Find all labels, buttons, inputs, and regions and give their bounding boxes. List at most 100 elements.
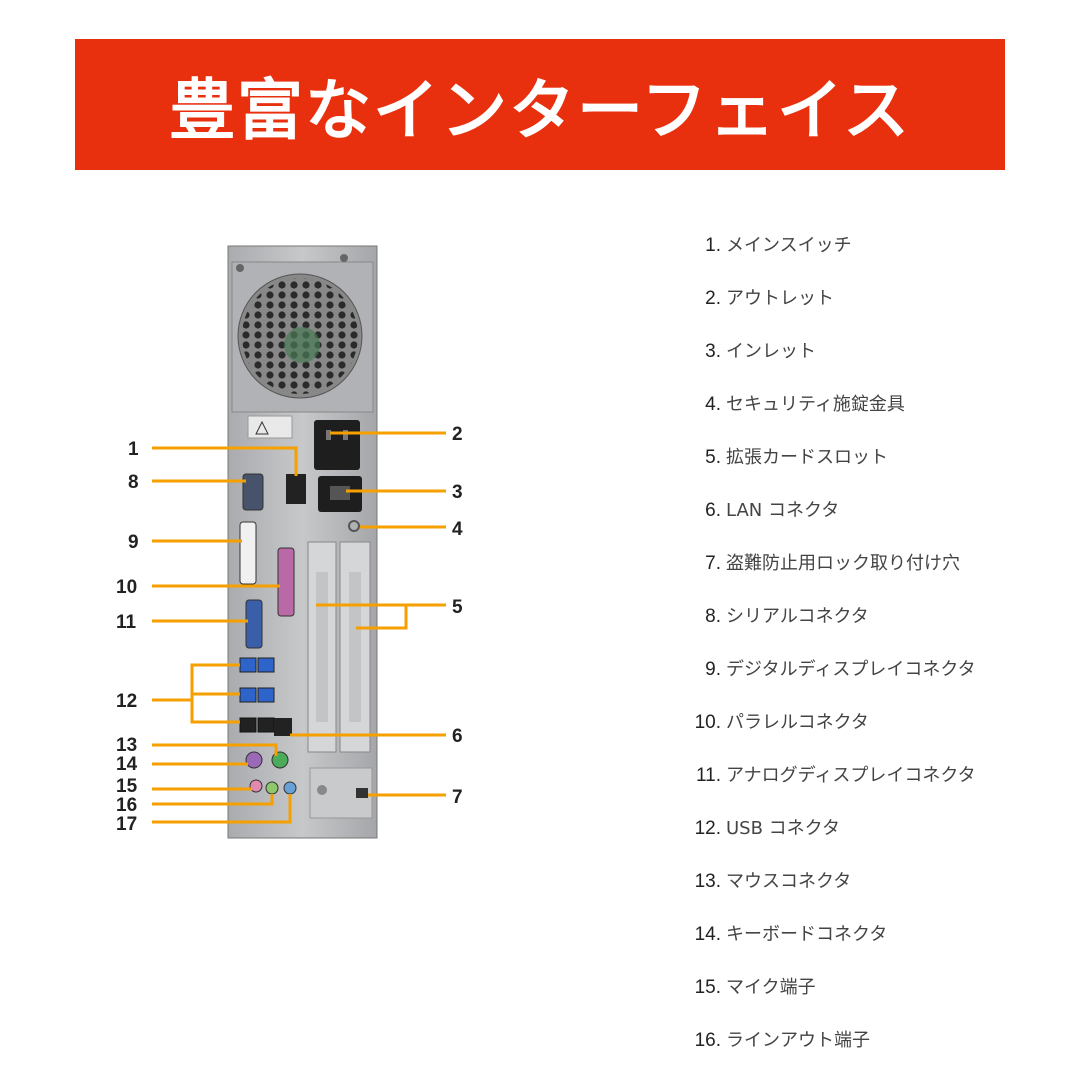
mouse-port — [271, 751, 289, 769]
legend-number: 9. — [705, 659, 721, 680]
callout-11: 11 — [116, 612, 137, 633]
legend-item: 8.シリアルコネクタ — [685, 599, 1065, 652]
legend-text: マウスコネクタ — [726, 871, 852, 892]
legend-number: 8. — [705, 606, 721, 627]
legend-number: 11. — [695, 765, 721, 786]
callout-8: 8 — [128, 472, 139, 493]
legend-number: 16. — [694, 1030, 721, 1051]
audio-jack — [283, 781, 297, 795]
callout-7: 7 — [452, 787, 463, 808]
callout-17: 17 — [116, 814, 137, 835]
legend-text: セキュリティ施錠金具 — [726, 394, 905, 415]
callout-13: 13 — [116, 735, 137, 756]
main-switch — [286, 474, 306, 504]
legend-text: ラインアウト端子 — [726, 1030, 870, 1051]
psu-screw — [340, 254, 348, 262]
legend-text: LAN コネクタ — [726, 500, 840, 521]
callout-1: 1 — [128, 439, 139, 460]
fan-hub — [284, 327, 320, 363]
legend-item: 16.ラインアウト端子 — [685, 1023, 1065, 1076]
legend-item: 6.LAN コネクタ — [685, 493, 1065, 546]
leader-line-1 — [152, 446, 298, 476]
vga-connector — [245, 599, 263, 649]
legend-item: 11.アナログディスプレイコネクタ — [685, 758, 1065, 811]
thumb-screw — [317, 785, 327, 795]
legend-text: 盗難防止用ロック取り付け穴 — [726, 553, 960, 574]
legend-item: 15.マイク端子 — [685, 970, 1065, 1023]
mic-jack — [249, 779, 263, 793]
outlet-pin — [326, 430, 331, 440]
lock-hole — [356, 788, 368, 798]
outlet-pin — [343, 430, 348, 440]
legend-number: 10. — [694, 712, 721, 733]
legend-text: キーボードコネクタ — [726, 924, 888, 945]
legend-item: 1.メインスイッチ — [685, 228, 1065, 281]
legend-text: アウトレット — [726, 288, 834, 309]
legend-item: 13.マウスコネクタ — [685, 864, 1065, 917]
leader-line-13 — [152, 743, 278, 756]
legend-item: 5.拡張カードスロット — [685, 440, 1065, 493]
legend-number: 4. — [705, 394, 721, 415]
usb-port — [239, 687, 257, 703]
usb-port — [257, 717, 275, 733]
callout-15: 15 — [116, 776, 138, 797]
callout-10: 10 — [116, 577, 137, 598]
legend-number: 6. — [705, 500, 721, 521]
callout-4: 4 — [452, 519, 463, 540]
leader-line-5 — [356, 603, 446, 630]
callout-6: 6 — [452, 726, 463, 747]
dvi-connector — [239, 521, 257, 585]
legend-item: 14.キーボードコネクタ — [685, 917, 1065, 970]
callout-9: 9 — [128, 532, 139, 553]
lineout-jack — [265, 781, 279, 795]
legend-item: 2.アウトレット — [685, 281, 1065, 334]
usb-port — [239, 657, 257, 673]
page-title: 豊富なインターフェイス — [168, 71, 912, 149]
leader-lines — [152, 431, 446, 824]
callout-2: 2 — [452, 424, 463, 445]
legend-text: パラレルコネクタ — [726, 712, 869, 733]
legend-number: 15. — [694, 977, 721, 998]
legend-number: 7. — [705, 553, 721, 574]
usb-port — [257, 657, 275, 673]
psu-screw — [236, 264, 244, 272]
legend-number: 1. — [705, 235, 721, 256]
lan-port — [274, 718, 292, 736]
legend-number: 5. — [705, 447, 721, 468]
legend-item: 7.盗難防止用ロック取り付け穴 — [685, 546, 1065, 599]
legend-number: 12. — [694, 818, 721, 839]
inlet-pin — [330, 486, 350, 500]
legend-number: 3. — [705, 341, 721, 362]
legend-text: インレット — [726, 341, 816, 362]
serial-connector — [242, 473, 264, 511]
legend-item: 9.デジタルディスプレイコネクタ — [685, 652, 1065, 705]
callout-16: 16 — [116, 795, 137, 816]
legend-text: マイク端子 — [726, 977, 816, 998]
legend-text: デジタルディスプレイコネクタ — [726, 659, 976, 680]
legend-item: 4.セキュリティ施錠金具 — [685, 387, 1065, 440]
security-latch — [348, 520, 360, 532]
keyboard-port — [245, 751, 263, 769]
callout-3: 3 — [452, 482, 463, 503]
callout-12: 12 — [116, 691, 137, 712]
leader-line-16 — [152, 794, 274, 806]
legend-list: 1.メインスイッチ 2.アウトレット 3.インレット 4.セキュリティ施錠金具 … — [685, 228, 1065, 1076]
title-banner: 豊富なインターフェイス — [75, 39, 1005, 170]
callout-5: 5 — [452, 597, 463, 618]
warning-icon — [255, 420, 269, 435]
outlet — [314, 420, 360, 470]
callout-numbers: 1 2 3 4 5 6 7 8 9 10 11 12 13 14 15 16 1… — [116, 424, 463, 835]
usb-port — [239, 717, 257, 733]
legend-text: シリアルコネクタ — [726, 606, 869, 627]
expansion-slot-vent — [316, 572, 328, 722]
expansion-slot-vent — [349, 572, 361, 722]
legend-number: 2. — [705, 288, 721, 309]
legend-number: 13. — [694, 871, 721, 892]
usb-port — [257, 687, 275, 703]
parallel-connector — [277, 547, 295, 617]
legend-item: 10.パラレルコネクタ — [685, 705, 1065, 758]
legend-text: アナログディスプレイコネクタ — [726, 765, 976, 786]
legend-text: USB コネクタ — [726, 818, 840, 839]
callout-14: 14 — [116, 754, 138, 775]
legend-number: 14. — [694, 924, 721, 945]
